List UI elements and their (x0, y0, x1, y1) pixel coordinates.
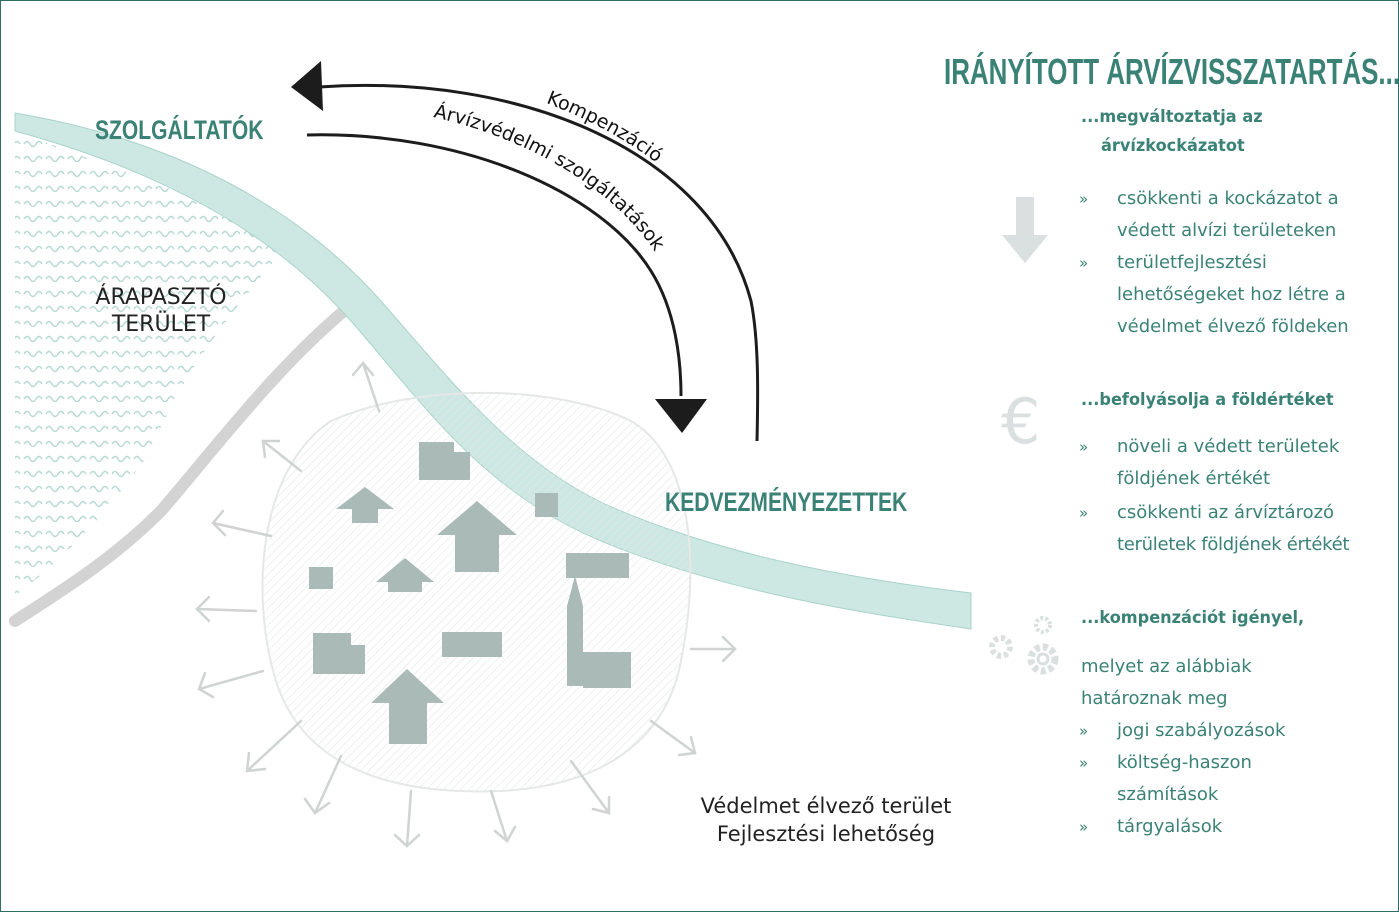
arrow-inner-label: Árvízvédelmi szolgáltatások (432, 99, 669, 254)
expansion-arrows (195, 361, 737, 848)
intro-line: határoznak meg (1081, 688, 1228, 709)
protected-area-label: Védelmet élvező terület Fejlesztési lehe… (661, 792, 991, 848)
retention-area (15, 131, 291, 596)
protected-area (261, 391, 692, 793)
radial-arrow (211, 509, 273, 538)
bullet-mark: » (1079, 438, 1089, 456)
list-item: » csökkenti az árvíztározó területek föl… (1079, 497, 1397, 561)
euro-icon: € (1001, 385, 1040, 458)
retention-area-label: ÁRAPASZTÓ TERÜLET (61, 284, 261, 338)
retention-label-line1: ÁRAPASZTÓ (95, 285, 227, 310)
section-compensation-intro: melyet az alábbiak határoznak meg (1081, 651, 1252, 715)
building-block (442, 632, 502, 657)
section-risk-title-line1: ...megváltoztatja az (1081, 107, 1263, 127)
flood-protection-services-arrow (306, 133, 707, 433)
house-icon (437, 501, 517, 572)
beneficiaries-label: KEDVEZMÉNYEZETTEK (665, 487, 908, 517)
bullet-line: számítások (1117, 784, 1219, 805)
bullet-mark: » (1079, 722, 1089, 740)
radial-arrow (261, 439, 303, 473)
bullet-line: csökkenti a kockázatot a (1117, 188, 1339, 209)
section-risk-title-line2: árvízkockázatot (1100, 136, 1245, 156)
river-band (14, 112, 972, 630)
intro-line: melyet az alábbiak (1081, 656, 1252, 677)
house-icon (336, 487, 394, 523)
building-block (309, 567, 333, 589)
bullet-line: területek földjének értékét (1117, 534, 1350, 555)
section-land-value-title-line1: ...befolyásolja a földértéket (1081, 390, 1334, 410)
bullet-line: költség-haszon (1117, 752, 1252, 773)
building-block (313, 633, 365, 674)
radial-arrow (197, 669, 265, 699)
gears-icon (989, 616, 1059, 675)
church-tower (567, 576, 583, 686)
down-arrow-icon (1002, 197, 1048, 263)
list-item: » költség-haszon számítások (1079, 747, 1379, 811)
providers-label: SZOLGÁLTATÓK (95, 115, 264, 145)
building-block (566, 553, 629, 578)
dike-line (9, 295, 362, 627)
bullet-line: jogi szabályozások (1117, 720, 1286, 741)
radial-arrow (195, 595, 258, 623)
list-item: » csökkenti a kockázatot a védett alvízi… (1079, 183, 1379, 247)
bullet-mark: » (1079, 754, 1089, 772)
bullet-mark: » (1079, 504, 1089, 522)
list-item: » növeli a védett területek földjének ér… (1079, 431, 1379, 495)
radial-arrow (569, 759, 611, 815)
bullet-mark: » (1079, 818, 1089, 836)
list-item: » területfejlesztési lehetőségeket hoz l… (1079, 247, 1379, 343)
building-block (419, 442, 470, 480)
list-item: » jogi szabályozások (1079, 715, 1379, 747)
radial-arrow (245, 719, 303, 773)
list-item: » tárgyalások (1079, 811, 1379, 843)
retention-label-line2: TERÜLET (111, 312, 211, 337)
building-block (535, 493, 558, 517)
section-land-value-title: ...befolyásolja a földértéket (1081, 386, 1334, 415)
section-compensation-title: ...kompenzációt igényel, (1081, 604, 1304, 633)
bullet-line: növeli a védett területek (1117, 436, 1340, 457)
bullet-mark: » (1079, 254, 1089, 272)
bullet-line: védelmet élvező földeken (1117, 316, 1349, 337)
section-risk-title: ...megváltoztatja az árvízkockázatot (1081, 103, 1263, 161)
house-icon (376, 558, 434, 592)
house-icon (371, 669, 444, 744)
bullet-line: lehetőségeket hoz létre a (1117, 284, 1346, 305)
section-compensation-title-line1: ...kompenzációt igényel, (1081, 608, 1305, 628)
bullet-line: tárgyalások (1117, 816, 1223, 837)
bullet-line: védett alvízi területeken (1117, 220, 1337, 241)
bullet-mark: » (1079, 190, 1089, 208)
panel-heading: IRÁNYÍTOTT ÁRVÍZVISSZATARTÁS... (944, 51, 1399, 92)
radial-arrow (351, 361, 381, 413)
radial-arrow (489, 789, 517, 843)
bullet-line: területfejlesztési (1117, 252, 1267, 273)
radial-arrow (303, 754, 343, 815)
radial-arrow (689, 635, 737, 663)
buildings-group (309, 442, 631, 744)
building-block (583, 652, 631, 688)
compensation-arrow (291, 61, 760, 442)
bullet-line: csökkenti az árvíztározó (1117, 502, 1335, 523)
radial-arrow (393, 789, 421, 848)
protected-label-line1: Védelmet élvező terület (700, 794, 952, 818)
protected-label-line2: Fejlesztési lehetőség (716, 822, 936, 846)
bullet-line: földjének értékét (1117, 468, 1270, 489)
radial-arrow (649, 719, 697, 757)
